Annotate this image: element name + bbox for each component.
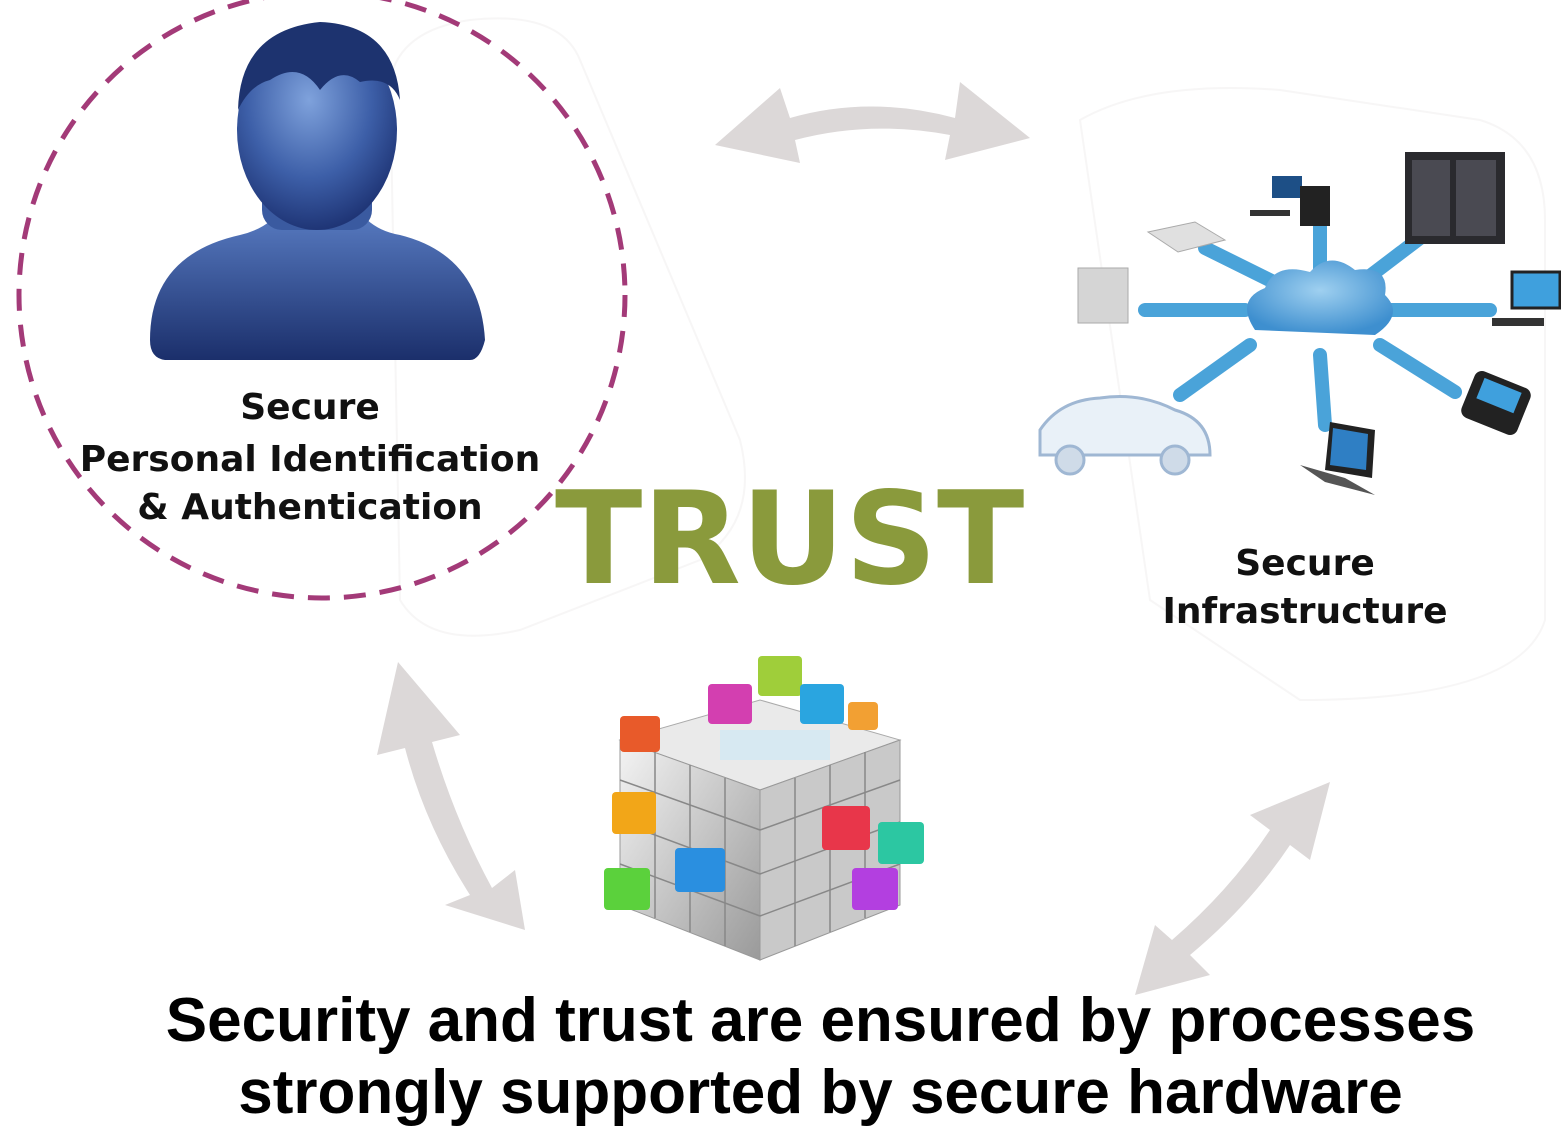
person-node-label: Secure Personal Identification & Authent… xyxy=(40,382,580,534)
connector-right xyxy=(1135,782,1330,995)
person-icon xyxy=(150,22,485,360)
connector-left xyxy=(377,662,525,930)
app-cube-illustration xyxy=(604,656,924,961)
trust-title: TRUST xyxy=(555,465,1025,614)
infra-label-line2: Infrastructure xyxy=(1162,591,1448,632)
person-label-line3: & Authentication xyxy=(137,487,483,528)
connector-top xyxy=(715,82,1030,163)
infrastructure-node-label: Secure Infrastructure xyxy=(1120,540,1490,636)
person-label-line2: Personal Identification xyxy=(79,439,541,480)
caption-line2: strongly supported by secure hardware xyxy=(238,1058,1403,1127)
caption-line1: Security and trust are ensured by proces… xyxy=(165,986,1476,1055)
background-shapes xyxy=(388,17,1546,702)
network-illustration xyxy=(1038,152,1561,495)
person-ring xyxy=(16,0,628,601)
caption: Security and trust are ensured by proces… xyxy=(80,985,1561,1129)
person-label-line1: Secure xyxy=(240,387,380,428)
infra-label-line1: Secure xyxy=(1235,543,1375,584)
